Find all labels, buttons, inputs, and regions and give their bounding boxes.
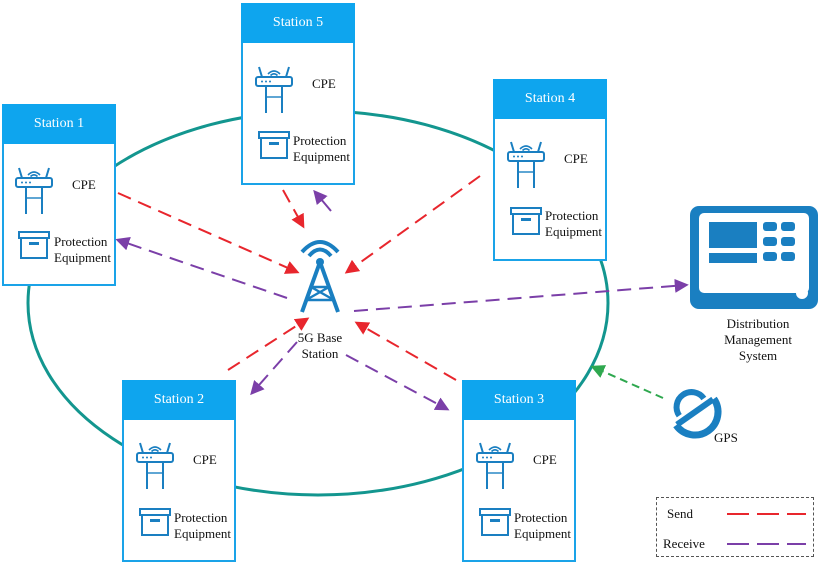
send-link-s5 bbox=[282, 189, 305, 229]
receive-link-s3 bbox=[345, 354, 450, 411]
station-1-protection-label: Protection Equipment bbox=[54, 234, 112, 265]
station-3-title: Station 3 bbox=[462, 380, 576, 420]
station-5-cpe-label: CPE bbox=[312, 76, 336, 91]
gps-icon bbox=[673, 389, 722, 439]
send-link-s4 bbox=[344, 175, 481, 274]
dms-label: Distribution Management System bbox=[724, 316, 792, 363]
legend-send-label: Send bbox=[667, 506, 693, 521]
legend: Send Receive bbox=[656, 497, 814, 557]
receive-link-s1 bbox=[115, 237, 288, 299]
station-2-title: Station 2 bbox=[122, 380, 236, 420]
send-link-s1 bbox=[117, 192, 300, 274]
protection-box-icon bbox=[258, 131, 290, 159]
router-icon bbox=[476, 442, 514, 490]
station-3-cpe-label: CPE bbox=[533, 452, 557, 467]
station-3-protection-label: Protection Equipment bbox=[514, 510, 572, 541]
tower-icon bbox=[300, 240, 340, 313]
station-4-title: Station 4 bbox=[493, 79, 607, 119]
base-station-label: 5G Base Station bbox=[297, 330, 343, 361]
send-link-s2 bbox=[227, 317, 310, 371]
receive-link-s5 bbox=[313, 189, 332, 212]
router-icon bbox=[255, 66, 293, 114]
station-5-protection-label: Protection Equipment bbox=[293, 133, 351, 164]
station-2-protection-label: Protection Equipment bbox=[174, 510, 232, 541]
station-2-cpe-label: CPE bbox=[193, 452, 217, 467]
station-1-cpe-label: CPE bbox=[72, 177, 96, 192]
station-5-title: Station 5 bbox=[241, 3, 355, 43]
legend-receive-label: Receive bbox=[663, 536, 705, 551]
gps-label: GPS bbox=[714, 430, 738, 445]
terminal-icon bbox=[690, 206, 818, 309]
router-icon bbox=[136, 442, 174, 490]
router-icon bbox=[15, 167, 53, 215]
protection-box-icon bbox=[18, 231, 50, 259]
receive-link-dms bbox=[353, 278, 689, 312]
receive-link-s2 bbox=[250, 341, 298, 396]
router-icon bbox=[507, 141, 545, 189]
station-4-cpe-label: CPE bbox=[564, 151, 588, 166]
gps-link bbox=[590, 365, 664, 399]
station-1-title: Station 1 bbox=[2, 104, 116, 144]
send-link-s3 bbox=[354, 321, 457, 381]
protection-box-icon bbox=[479, 508, 511, 536]
station-4-protection-label: Protection Equipment bbox=[545, 208, 603, 239]
protection-box-icon bbox=[139, 508, 171, 536]
protection-box-icon bbox=[510, 207, 542, 235]
